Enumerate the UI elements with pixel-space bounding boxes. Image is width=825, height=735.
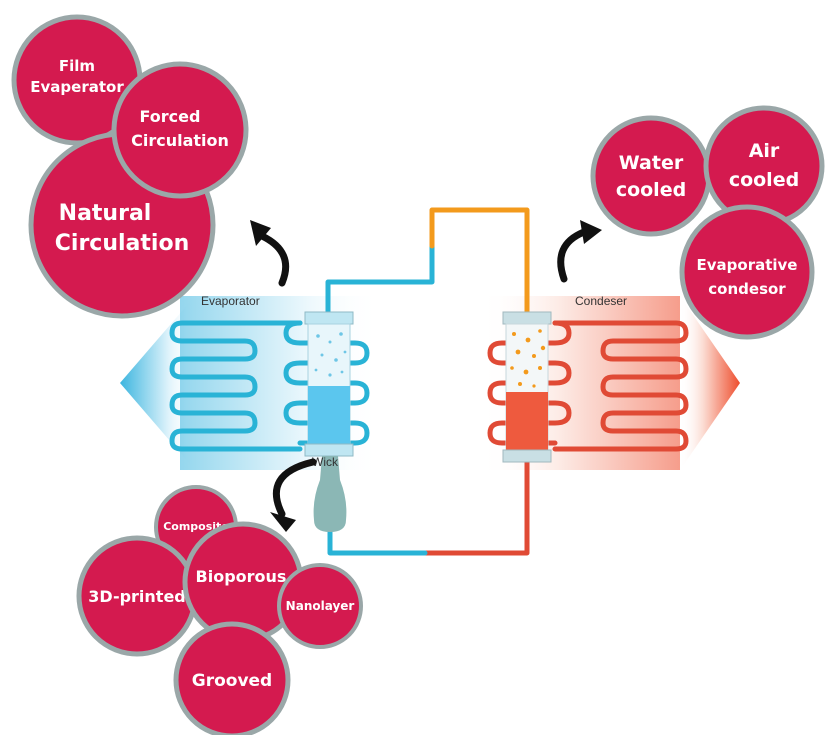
condenser-chamber bbox=[502, 311, 552, 463]
bubble-evaporative-condenser: Evaporative condesor bbox=[679, 204, 815, 340]
bubble-nanolayer-label: Nanolayer bbox=[286, 599, 355, 613]
bubble-water-cooled-line1: Water bbox=[619, 152, 684, 174]
bubble-air-cooled: Air cooled bbox=[703, 105, 825, 227]
bubble-film-evaporator-line1: Film bbox=[59, 57, 95, 75]
bubble-3d-printed: 3D-printed bbox=[76, 535, 198, 657]
bubble-composite-label: Composite bbox=[163, 520, 229, 533]
bubble-evaporative-condenser-line1: Evaporative bbox=[697, 256, 798, 274]
wick-curved-arrow bbox=[270, 458, 317, 532]
bubble-water-cooled: Water cooled bbox=[590, 115, 712, 237]
bubble-air-cooled-line1: Air bbox=[749, 140, 780, 162]
evaporator-curved-arrow bbox=[250, 220, 290, 287]
condenser-curved-arrow bbox=[557, 220, 602, 283]
evaporator-label: Evaporator bbox=[201, 294, 260, 308]
condenser-fins bbox=[552, 320, 689, 452]
condenser-coil bbox=[487, 320, 572, 446]
bubble-natural-circulation-line2: Circulation bbox=[55, 231, 189, 256]
bubble-forced-circulation: Forced Circulation bbox=[111, 61, 249, 199]
bubble-air-cooled-line2: cooled bbox=[729, 169, 799, 191]
bubble-grooved: Grooved bbox=[173, 621, 291, 735]
bubble-evaporative-condenser-line2: condesor bbox=[708, 280, 786, 298]
liquid-line bbox=[327, 459, 530, 556]
wick bbox=[313, 456, 347, 532]
bubble-nanolayer: Nanolayer bbox=[277, 563, 363, 649]
bubble-forced-circulation-line1: Forced bbox=[140, 107, 201, 126]
bubble-film-evaporator-line2: Evaperator bbox=[30, 78, 124, 96]
evaporator-chamber bbox=[304, 311, 354, 457]
bubble-bioporous-label: Bioporous bbox=[196, 567, 287, 586]
hot-heat-arrow bbox=[680, 296, 740, 470]
bubble-3d-printed-label: 3D-printed bbox=[88, 587, 186, 606]
bubble-natural-circulation-line1: Natural bbox=[59, 201, 152, 226]
bubble-grooved-label: Grooved bbox=[192, 671, 272, 691]
wick-label: Wick bbox=[312, 455, 339, 469]
evaporator-coil bbox=[283, 320, 370, 446]
vapor-line bbox=[325, 207, 530, 323]
bubble-forced-circulation-line2: Circulation bbox=[131, 131, 229, 150]
condenser-label: Condeser bbox=[575, 294, 627, 308]
evaporator-fins bbox=[169, 320, 303, 452]
bubble-water-cooled-line2: cooled bbox=[616, 179, 686, 201]
